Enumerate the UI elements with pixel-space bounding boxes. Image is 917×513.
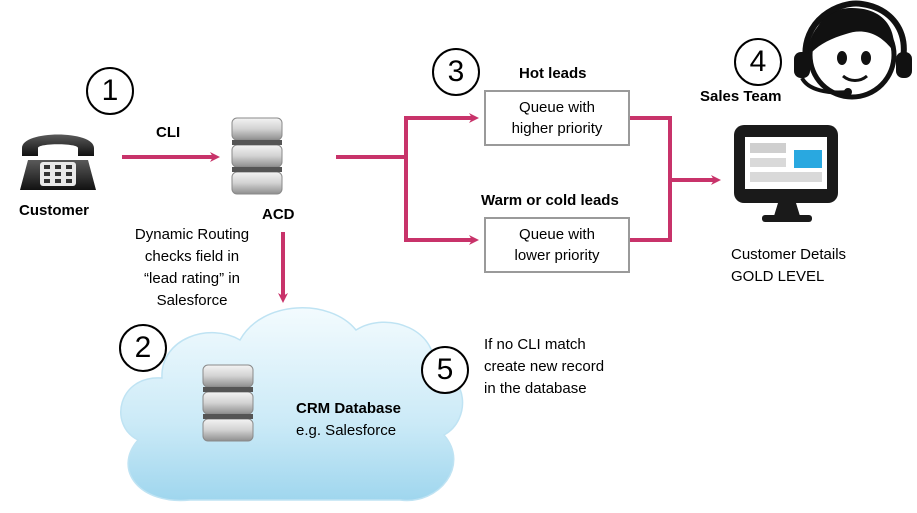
step-3-marker: 3 (432, 48, 480, 96)
no-match-note-line: create new record (484, 358, 605, 375)
arrow-queues-merge (630, 116, 672, 242)
routing-note: Dynamic Routing checks field in “lead ra… (108, 224, 276, 312)
step-5-marker: 5 (421, 346, 469, 394)
customer-details-line: GOLD LEVEL (731, 268, 825, 285)
no-match-note: If no CLI match create new record in the… (484, 334, 604, 400)
database-icon (202, 364, 254, 442)
cli-label: CLI (156, 124, 181, 141)
step-1-marker: 1 (86, 67, 134, 115)
acd-label: ACD (262, 206, 295, 223)
warm-cold-leads-queue: Queue with lower priority (484, 217, 630, 273)
crm-subtitle: e.g. Salesforce (296, 422, 397, 439)
no-match-note-line: in the database (484, 380, 587, 397)
step-2-marker: 2 (119, 324, 167, 372)
no-match-note-line: If no CLI match (484, 336, 586, 353)
warm-cold-leads-label: Warm or cold leads (481, 192, 619, 209)
step-4-marker: 4 (734, 38, 782, 86)
flow-arrows (122, 113, 721, 303)
routing-note-line: “lead rating” in (144, 270, 240, 287)
monitor-icon (734, 125, 838, 222)
cloud-icon (120, 307, 464, 502)
routing-note-line: Dynamic Routing (134, 226, 250, 243)
hot-queue-line: Queue with (519, 99, 595, 116)
headset-agent-icon (794, 0, 912, 100)
customer-details: Customer Details GOLD LEVEL (731, 244, 846, 288)
hot-leads-queue: Queue with higher priority (484, 90, 630, 146)
arrow-to-hot-queue (404, 113, 479, 240)
routing-note-line: checks field in (144, 248, 240, 265)
customer-details-line: Customer Details (731, 246, 847, 263)
hot-leads-label: Hot leads (519, 65, 587, 82)
crm-title: CRM Database (296, 400, 402, 417)
routing-note-line: Salesforce (156, 292, 228, 309)
arrow-to-warm-queue (404, 157, 479, 245)
warm-queue-line: lower priority (514, 247, 600, 264)
warm-queue-line: Queue with (519, 226, 595, 243)
hot-queue-line: higher priority (511, 120, 603, 137)
sales-team-label: Sales Team (700, 88, 782, 105)
customer-label: Customer (19, 202, 90, 219)
telephone-icon (20, 134, 96, 190)
server-icon (231, 117, 283, 195)
